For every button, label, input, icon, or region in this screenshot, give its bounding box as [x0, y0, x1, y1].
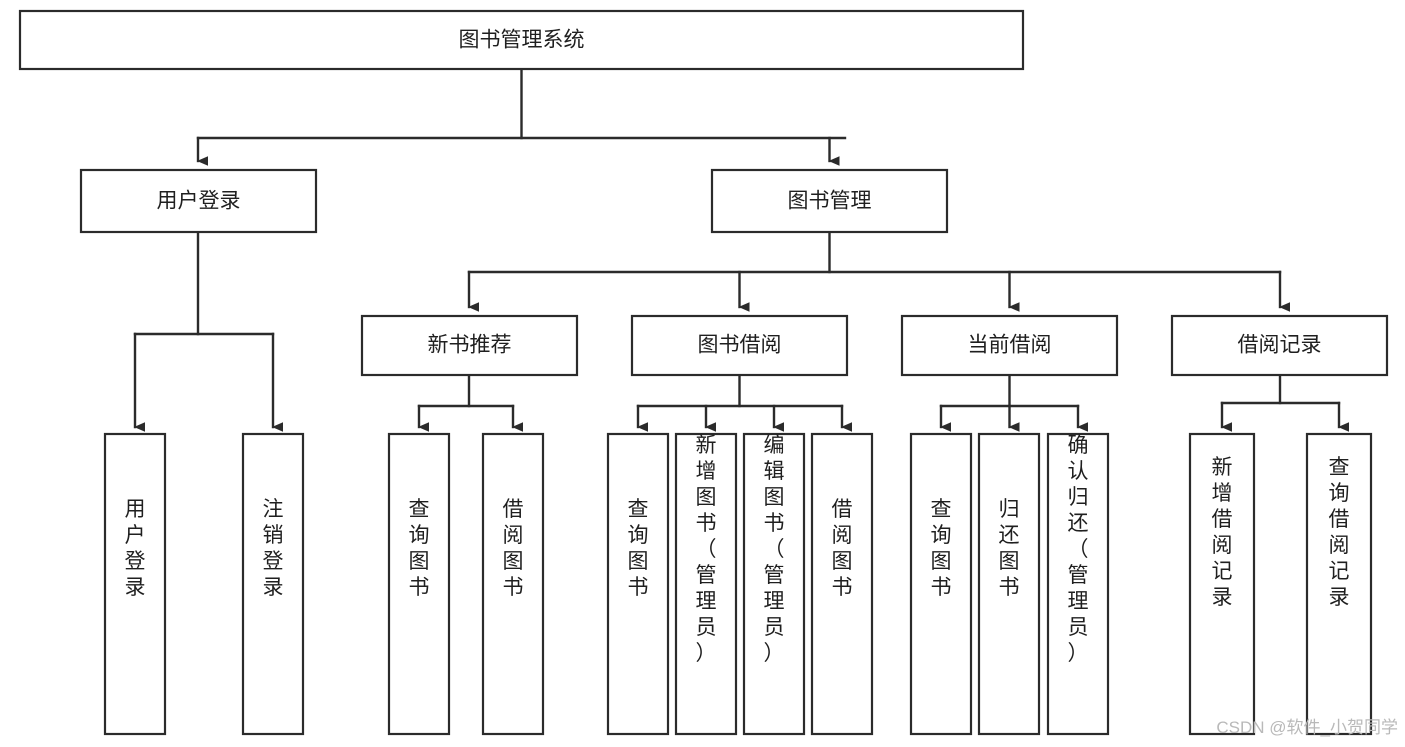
node-root-box[interactable]	[18, 9, 1025, 71]
leaf-return-book-box[interactable]	[977, 432, 1041, 736]
leaf-query-book-2-box[interactable]	[606, 432, 670, 736]
leaf-confirm-return[interactable]: 确认归还（管理员）	[1046, 432, 1110, 736]
leaf-add-record[interactable]: 新增借阅记录	[1188, 432, 1256, 736]
leaf-confirm-return-label: 确认归还（管理员）	[1068, 434, 1089, 665]
leaf-query-record-label: 查询借阅记录	[1329, 456, 1350, 609]
leaf-query-book-1[interactable]: 查询图书	[387, 432, 451, 736]
node-book-borrow[interactable]: 图书借阅	[630, 314, 849, 377]
leaf-query-book-2-label: 查询图书	[628, 498, 649, 599]
leaf-query-record[interactable]: 查询借阅记录	[1305, 432, 1373, 736]
node-borrow-record-box[interactable]	[1170, 314, 1389, 377]
leaf-query-record-box[interactable]	[1305, 432, 1373, 736]
node-book-manage-box[interactable]	[710, 168, 949, 234]
leaf-add-record-label: 新增借阅记录	[1212, 456, 1233, 609]
node-new-book-rec-box[interactable]	[360, 314, 579, 377]
leaf-return-book[interactable]: 归还图书	[977, 432, 1041, 736]
node-borrow-record-label: 借阅记录	[1238, 334, 1322, 357]
leaf-query-book-3-box[interactable]	[909, 432, 973, 736]
leaf-logout-label: 注销登录	[263, 498, 284, 599]
leaf-user-login[interactable]: 用户登录	[103, 432, 167, 736]
leaf-add-book-label: 新增图书（管理员）	[696, 434, 717, 665]
leaf-query-book-2[interactable]: 查询图书	[606, 432, 670, 736]
leaf-borrow-book-2-label: 借阅图书	[832, 498, 853, 599]
csdn-watermark: CSDN @软件_小贺同学	[1216, 718, 1398, 737]
leaf-add-book[interactable]: 新增图书（管理员）	[674, 432, 738, 736]
connector-layer	[133, 67, 1349, 432]
node-book-manage[interactable]: 图书管理	[710, 168, 949, 234]
leaf-borrow-book-2-box[interactable]	[810, 432, 874, 736]
node-root-label: 图书管理系统	[459, 29, 585, 52]
leaf-query-book-3-label: 查询图书	[931, 498, 952, 599]
leaf-logout-box[interactable]	[241, 432, 305, 736]
node-book-borrow-label: 图书借阅	[698, 334, 782, 357]
leaf-confirm-return-box[interactable]	[1046, 432, 1110, 736]
node-user-login-label: 用户登录	[157, 190, 241, 213]
leaf-query-book-1-label: 查询图书	[409, 498, 430, 599]
node-current-borrow[interactable]: 当前借阅	[900, 314, 1119, 377]
node-book-borrow-box[interactable]	[630, 314, 849, 377]
leaf-return-book-label: 归还图书	[999, 498, 1020, 599]
leaf-borrow-book-1-label: 借阅图书	[503, 498, 524, 599]
node-current-borrow-label: 当前借阅	[968, 334, 1052, 357]
leaf-borrow-book-1[interactable]: 借阅图书	[481, 432, 545, 736]
leaf-logout[interactable]: 注销登录	[241, 432, 305, 736]
node-user-login-box[interactable]	[79, 168, 318, 234]
node-new-book-rec-label: 新书推荐	[428, 334, 512, 357]
leaf-borrow-book-1-box[interactable]	[481, 432, 545, 736]
node-user-login[interactable]: 用户登录	[79, 168, 318, 234]
leaf-edit-book-box[interactable]	[742, 432, 806, 736]
leaf-user-login-box[interactable]	[103, 432, 167, 736]
leaf-query-book-3[interactable]: 查询图书	[909, 432, 973, 736]
leaf-add-record-box[interactable]	[1188, 432, 1256, 736]
node-root[interactable]: 图书管理系统	[18, 9, 1025, 71]
leaf-borrow-book-2[interactable]: 借阅图书	[810, 432, 874, 736]
leaf-user-login-label: 用户登录	[125, 498, 146, 599]
leaf-add-book-box[interactable]	[674, 432, 738, 736]
node-new-book-rec[interactable]: 新书推荐	[360, 314, 579, 377]
leaf-query-book-1-box[interactable]	[387, 432, 451, 736]
leaf-edit-book-label: 编辑图书（管理员）	[764, 434, 785, 665]
node-borrow-record[interactable]: 借阅记录	[1170, 314, 1389, 377]
node-book-manage-label: 图书管理	[788, 190, 872, 213]
leaf-edit-book[interactable]: 编辑图书（管理员）	[742, 432, 806, 736]
node-current-borrow-box[interactable]	[900, 314, 1119, 377]
